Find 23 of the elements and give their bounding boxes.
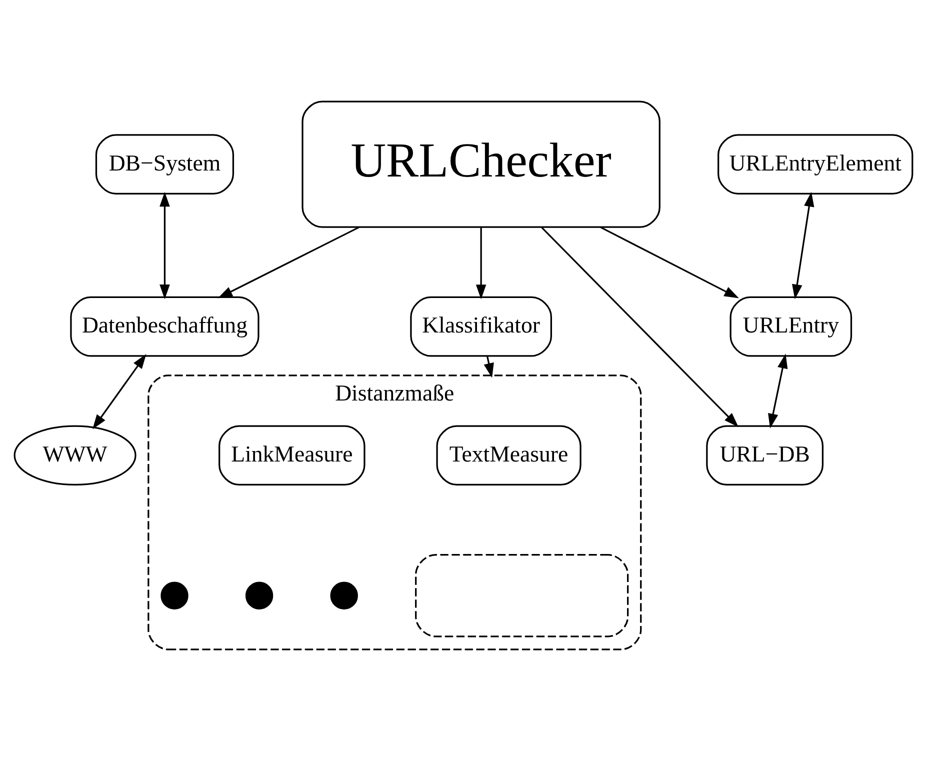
node-circle [160, 581, 188, 609]
node-box: DB−System [95, 134, 234, 194]
arrow [792, 191, 814, 299]
node-box: URLEntry [730, 296, 852, 356]
node-circle [330, 581, 358, 609]
arrow [600, 226, 739, 298]
node-box: URL−DB [706, 424, 824, 486]
arrow [92, 354, 146, 429]
arrow [768, 353, 788, 428]
node-box: TextMeasure [436, 424, 582, 486]
arrow [476, 226, 486, 299]
node-box [415, 554, 629, 637]
arrow [484, 355, 494, 378]
node-box: LinkMeasure [218, 424, 366, 486]
arrow [160, 191, 170, 299]
node-box: Datenbeschaffung [70, 296, 260, 356]
node-circle [245, 581, 274, 609]
arrow [218, 226, 360, 298]
node-ellipse: WWW [14, 424, 136, 486]
arrow [541, 226, 739, 427]
node-box: URLChecker [302, 100, 660, 228]
node-box: Klassifikator [410, 296, 552, 356]
node-box: URLEntryElement [718, 134, 914, 194]
